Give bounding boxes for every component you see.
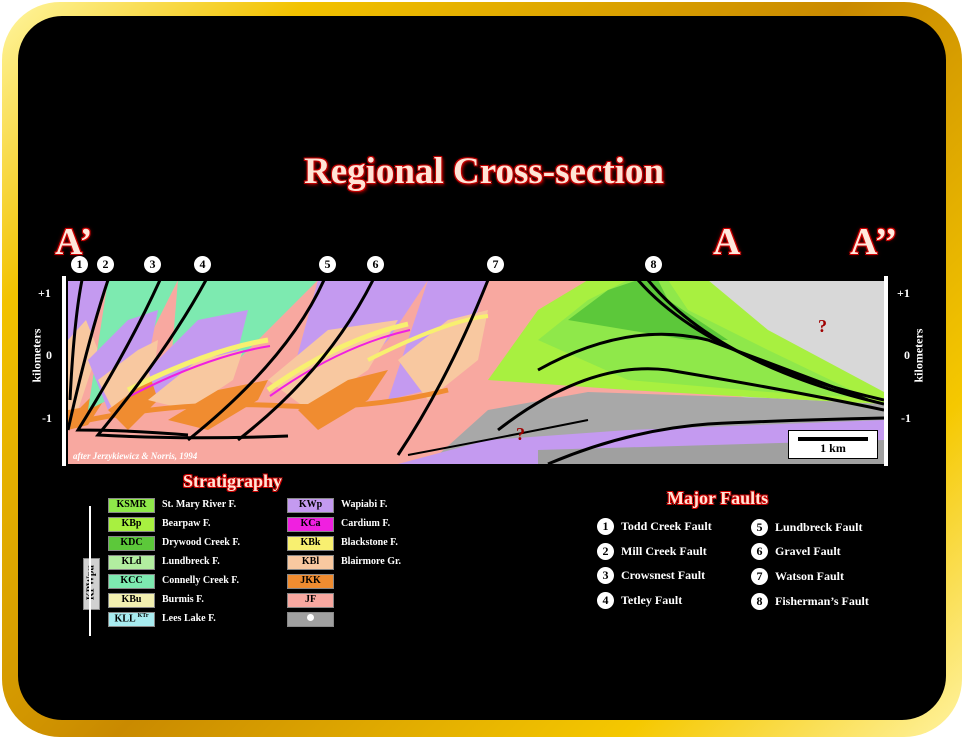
legend-label: Lees Lake F. — [162, 613, 216, 624]
legend-label: Bearpaw F. — [162, 518, 211, 529]
legend-swatch: KBl — [287, 555, 334, 570]
axis-bar-right — [884, 276, 888, 466]
fault-marker-4: 4 — [194, 256, 211, 273]
axis-label-right: kilometers — [911, 328, 926, 383]
fault-name: Gravel Fault — [775, 544, 841, 558]
scale-label: 1 km — [820, 441, 846, 455]
legend-swatch: KSMR — [108, 498, 155, 513]
fault-number: 3 — [597, 567, 614, 584]
fault-marker-5: 5 — [319, 256, 336, 273]
tick-right-0: 0 — [904, 348, 910, 362]
legend-swatch: KBp — [108, 517, 155, 532]
fault-number: 5 — [751, 519, 768, 536]
scale-bar: 1 km — [788, 430, 878, 459]
legend-swatch: JKK — [287, 574, 334, 589]
legend-swatch: KCC — [108, 574, 155, 589]
legend-code: KLL — [114, 613, 136, 625]
fault-marker-2: 2 — [97, 256, 114, 273]
basement-symbol-icon — [307, 614, 314, 621]
faults-heading: Major Faults — [667, 488, 769, 508]
tick-left-plus1: +1 — [38, 286, 51, 300]
fault-marker-8: 8 — [645, 256, 662, 273]
unknown-marker-bottom: ? — [516, 424, 525, 444]
fault-name: Watson Fault — [775, 569, 845, 583]
section-label-left: A’ — [55, 221, 93, 263]
legend-label: Blackstone F. — [341, 537, 398, 548]
group-bracket: KPWpu — [83, 558, 100, 610]
legend-label: Cardium F. — [341, 518, 391, 529]
fault-number: 2 — [597, 543, 614, 560]
fault-number: 7 — [751, 568, 768, 585]
tick-left-0: 0 — [46, 348, 52, 362]
fault-name: Fisherman’s Fault — [775, 594, 869, 608]
fault-name: Lundbreck Fault — [775, 520, 863, 534]
legend-label: Wapiabi F. — [341, 499, 388, 510]
group-bracket-line — [89, 506, 91, 636]
fault-number: 1 — [597, 518, 614, 535]
legend-swatch: KDC — [108, 536, 155, 551]
unknown-marker-right: ? — [818, 316, 827, 336]
legend-label: St. Mary River F. — [162, 499, 237, 510]
legend-label: Burmis F. — [162, 594, 204, 605]
fault-marker-6: 6 — [367, 256, 384, 273]
legend-swatch: KCa — [287, 517, 334, 532]
legend-swatch: JF — [287, 593, 334, 608]
fault-number: 4 — [597, 592, 614, 609]
legend-label: Blairmore Gr. — [341, 556, 401, 567]
section-label-middle: A — [713, 221, 741, 263]
fault-name: Crowsnest Fault — [621, 568, 706, 582]
legend-swatch: KWp — [287, 498, 334, 513]
fault-name: Tetley Fault — [621, 593, 683, 607]
legend-swatch: KBu — [108, 593, 155, 608]
fault-number: 6 — [751, 543, 768, 560]
tick-left-minus1: -1 — [42, 411, 52, 425]
legend-swatch: KLL KTr — [108, 612, 155, 627]
scale-bar-line — [798, 437, 868, 441]
tick-right-plus1: +1 — [897, 286, 910, 300]
legend-code-sup: KTr — [137, 613, 149, 619]
legend-swatch — [287, 612, 334, 627]
credit-text: after Jerzykiewicz & Norris, 1994 — [73, 451, 198, 461]
axis-label-left: kilometers — [29, 328, 44, 383]
page-title: Regional Cross-section — [303, 151, 665, 192]
stratigraphy-heading: Stratigraphy — [183, 471, 282, 491]
fault-marker-3: 3 — [144, 256, 161, 273]
fault-marker-1: 1 — [71, 256, 88, 273]
fault-name: Todd Creek Fault — [621, 519, 712, 533]
cross-section — [68, 280, 884, 464]
fault-marker-7: 7 — [487, 256, 504, 273]
cross-section-drawing — [68, 280, 884, 464]
tick-right-minus1: -1 — [901, 411, 911, 425]
legend-swatch: KBk — [287, 536, 334, 551]
fault-number: 8 — [751, 593, 768, 610]
section-label-right: A’’ — [850, 221, 898, 263]
group-label: KPWpu — [85, 565, 97, 601]
legend-swatch: KLd — [108, 555, 155, 570]
legend-label: Lundbreck F. — [162, 556, 220, 567]
axis-bar-left — [62, 276, 66, 466]
fault-name: Mill Creek Fault — [621, 544, 707, 558]
legend-label: Drywood Creek F. — [162, 537, 241, 548]
legend-label: Connelly Creek F. — [162, 575, 239, 586]
